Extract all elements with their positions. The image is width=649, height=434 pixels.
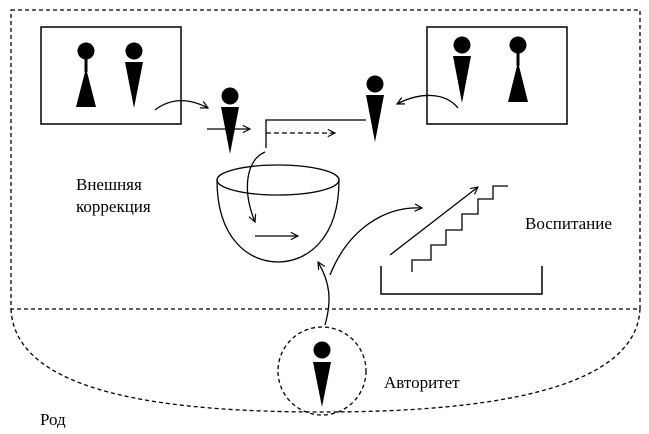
female-icon-right-box	[508, 36, 528, 102]
left-parents-box	[40, 26, 182, 125]
lineage-dashed-curve	[10, 308, 641, 413]
female-icon-left-box	[76, 42, 96, 107]
arrow-authority-to-stairs	[329, 208, 422, 276]
male-icon-center-left	[221, 87, 239, 154]
label-lineage: Род	[40, 410, 66, 429]
label-authority: Авторитет	[384, 373, 460, 392]
arrow-authority-to-bowl	[318, 262, 330, 326]
male-icon-center-right	[366, 75, 384, 142]
label-external-correction-line2: коррекция	[76, 197, 151, 216]
authority-dashed-circle	[277, 326, 367, 416]
arrow-left-box-to-center	[154, 100, 208, 111]
label-upbringing: Воспитание	[525, 214, 612, 233]
arrow-right-box-to-center	[397, 94, 459, 109]
male-icon-right-box	[453, 36, 471, 103]
bowl-body	[216, 179, 340, 263]
stairs	[411, 185, 508, 272]
stairs-base	[380, 266, 543, 295]
outer-dashed-frame	[10, 9, 641, 310]
male-icon-left-box	[125, 42, 143, 108]
right-parents-box	[426, 26, 568, 125]
arrow-into-bowl	[246, 151, 266, 222]
bowl-rim	[216, 164, 340, 196]
male-icon-authority	[313, 341, 331, 407]
arrow-up-stairs	[389, 187, 478, 256]
connector-line	[265, 119, 366, 148]
label-external-correction-line1: Внешняя	[76, 175, 142, 194]
